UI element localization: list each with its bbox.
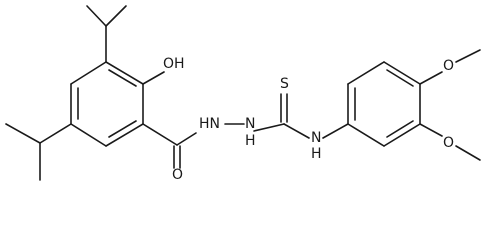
thiocarbonyl-to-nh-bond bbox=[283, 123, 310, 139]
aryl-amine-h-label: H bbox=[311, 146, 322, 162]
ring-bond bbox=[383, 123, 421, 147]
bond-layer bbox=[5, 5, 481, 181]
hydroxyl-bond bbox=[142, 71, 165, 85]
isopropyl-bond bbox=[86, 5, 107, 27]
ring-bond bbox=[383, 61, 421, 85]
isopropyl-bond bbox=[105, 5, 127, 27]
ring-bond bbox=[347, 123, 385, 147]
ring-bond bbox=[347, 61, 385, 85]
nh-to-thiocarbonyl-bond bbox=[253, 123, 285, 132]
nh-to-aryl-bond bbox=[322, 123, 349, 139]
aromatic-double-bond bbox=[108, 69, 137, 87]
methoxy-bond bbox=[455, 49, 481, 63]
label-layer: OH O HN N H S N H O O bbox=[163, 56, 454, 183]
methoxy-bond bbox=[419, 123, 443, 137]
ring-bond bbox=[105, 123, 144, 147]
hydrazide-nh-right-label: N bbox=[245, 116, 255, 132]
carbonyl-to-nh-bond bbox=[176, 132, 197, 146]
thione-sulfur-label: S bbox=[280, 76, 289, 92]
isopropyl-bond bbox=[5, 123, 41, 144]
chemical-structure: OH O HN N H S N H O O bbox=[5, 5, 481, 183]
methoxy-bond bbox=[419, 71, 443, 85]
hydrazide-h-right-label: H bbox=[245, 133, 256, 149]
hydroxyl-label: OH bbox=[163, 56, 185, 72]
aromatic-double-bond bbox=[108, 120, 137, 138]
methoxy-oxygen-lower-label: O bbox=[443, 135, 454, 151]
aryl-amine-n-label: N bbox=[311, 130, 321, 146]
methoxy-bond bbox=[455, 145, 481, 161]
isopropyl-bond bbox=[39, 123, 72, 144]
hydrazide-nh-left-label: HN bbox=[199, 116, 220, 132]
aromatic-double-bond bbox=[386, 69, 414, 87]
ring-bond bbox=[70, 61, 107, 85]
ring-bond bbox=[105, 61, 144, 85]
methoxy-oxygen-upper-label: O bbox=[443, 58, 454, 74]
ring-bond bbox=[70, 123, 107, 147]
aromatic-double-bond bbox=[386, 120, 414, 138]
carbonyl-oxygen-label: O bbox=[172, 167, 183, 183]
ring-to-carbonyl-bond bbox=[142, 123, 178, 146]
